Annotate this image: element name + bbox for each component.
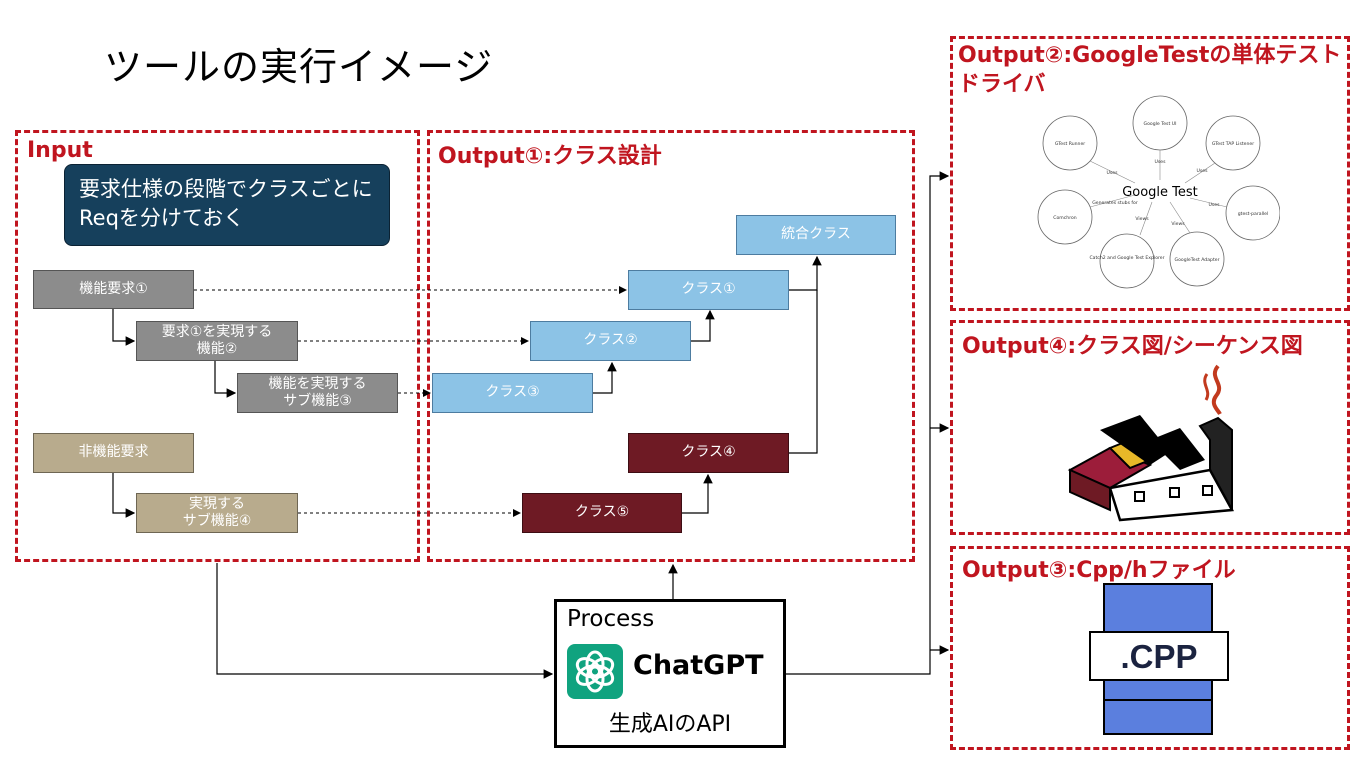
process-label: Process [567,606,655,632]
gt-node-runner [1042,115,1098,171]
output1-frame [427,130,915,562]
gt-label-adapter: GoogleTest Adapter [1175,257,1220,263]
gt-label-tap: GTest TAP Listener [1212,141,1254,147]
func-2-line2: 機能② [196,341,238,357]
gt-node-tap [1205,115,1261,171]
sub-func-4-line2: サブ機能④ [182,513,252,529]
plantuml-logo-icon [1067,364,1235,522]
gt-edge-uses-2: Uses [1155,159,1167,165]
func-2-line1: 要求①を実現する [161,323,273,340]
class-5-box: クラス⑤ [522,493,682,533]
process-box: Process ChatGPT 生成AIのAPI [554,599,786,748]
output1-frame-title: Output①:クラス設計 [438,144,662,169]
callout-note: 要求仕様の段階でクラスごとにReqを分けておく [64,164,390,246]
sub-func-3-box: 機能を実現する サブ機能③ [237,373,398,413]
class-1-box: クラス① [628,270,789,310]
cpp-file-icon: .CPP [1089,583,1229,735]
output4-frame-title: Output④:クラス図/シーケンス図 [962,334,1303,359]
gt-label-runner: GTest Runner [1055,141,1085,147]
class-4-box: クラス④ [628,433,789,473]
sub-func-3-line1: 機能を実現する [268,375,367,392]
gt-node-comchron [1037,189,1093,245]
page-title: ツールの実行イメージ [104,45,494,89]
sub-func-4-line1: 実現する [189,495,245,512]
nonfunc-req-box: 非機能要求 [33,433,194,473]
chatgpt-logo-icon [567,644,623,699]
integrated-class-box: 統合クラス [736,215,896,255]
gt-edge-views-1: Views [1135,216,1149,222]
gt-label-parallel: gtest-parallel [1238,211,1269,217]
cpp-file-label: .CPP [1120,638,1197,675]
chatgpt-name: ChatGPT [633,650,764,681]
input-frame [15,130,420,562]
sub-func-4-box: 実現する サブ機能④ [136,493,298,533]
gt-label-ui: Google Test UI [1144,121,1177,127]
gt-edge-uses-4: Uses [1209,202,1221,208]
gt-label-comchron: Comchron [1053,215,1077,221]
gt-node-parallel [1225,185,1280,241]
output2-frame-title: Output②:GoogleTestの単体テストドライバ [958,43,1342,97]
output4-frame [950,320,1350,535]
api-label: 生成AIのAPI [608,712,732,737]
gt-node-adapter [1169,231,1225,287]
class-2-box: クラス② [530,321,691,361]
gt-center-label: Google Test [1122,185,1198,200]
sub-func-3-line2: サブ機能③ [283,393,352,409]
gt-node-catch2 [1099,233,1155,289]
gt-edge-views-2: Views [1171,221,1185,227]
func-2-box: 要求①を実現する 機能② [136,321,298,361]
output2-frame [950,36,1350,311]
func-req-1-box: 機能要求① [33,270,194,309]
class-3-box: クラス③ [432,373,593,413]
output3-frame-title: Output③:Cpp/hファイル [962,558,1236,583]
gt-edge-stubs: Generates stubs for [1092,200,1138,206]
gt-label-catch2: Catch2 and Google Test Explorer [1089,255,1164,261]
output3-frame [950,546,1350,750]
input-frame-title: Input [27,138,93,163]
gt-edge-uses-3: Uses [1197,168,1209,174]
gt-edge-uses-1: Uses [1107,170,1119,176]
googletest-diagram: GTest Runner Google Test UI GTest TAP Li… [1037,95,1280,289]
